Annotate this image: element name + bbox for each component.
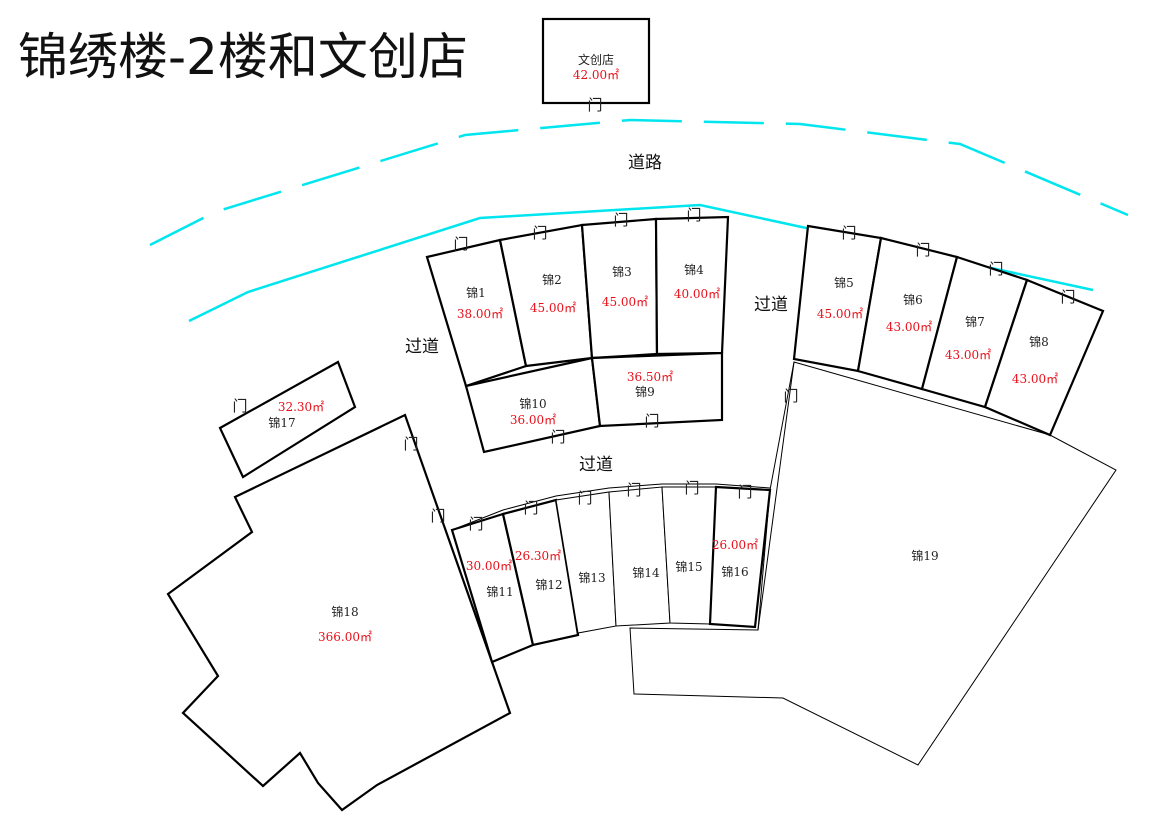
door-j2: 门 — [532, 224, 547, 242]
unit-outline — [218, 360, 357, 479]
bottom-block-arc — [451, 483, 771, 531]
unit-area: 36.00㎡ — [510, 413, 556, 427]
door-wenchuang: 门 — [587, 96, 602, 114]
door-j12: 门 — [523, 499, 538, 517]
door-j19: 门 — [783, 387, 798, 405]
unit-name: 锦8 — [1029, 335, 1049, 349]
unit-j8[interactable]: 锦8 43.00㎡ — [983, 278, 1105, 437]
unit-outline — [654, 215, 730, 356]
unit-j15[interactable]: 锦15 — [661, 486, 717, 625]
unit-name: 锦10 — [519, 397, 546, 411]
corridor-label-right: 过道 — [754, 295, 788, 315]
unit-area: 43.00㎡ — [1012, 372, 1058, 386]
unit-area: 45.00㎡ — [817, 307, 863, 321]
unit-j3[interactable]: 锦3 45.00㎡ — [580, 217, 659, 360]
unit-area: 32.30㎡ — [278, 400, 324, 414]
door-j1: 门 — [453, 235, 468, 253]
unit-outline — [590, 351, 724, 428]
unit-name: 锦2 — [542, 273, 562, 287]
unit-j2[interactable]: 锦2 45.00㎡ — [498, 223, 594, 368]
unit-j12[interactable]: 26.30㎡ 锦12 — [501, 498, 580, 647]
door-j17: 门 — [232, 397, 247, 415]
door-j15: 门 — [684, 479, 699, 497]
unit-area: 36.50㎡ — [627, 370, 673, 384]
unit-name: 锦6 — [903, 293, 923, 307]
door-j13: 门 — [577, 489, 592, 507]
door-j9: 门 — [644, 412, 659, 430]
unit-name: 锦1 — [466, 286, 486, 300]
unit-name: 锦7 — [965, 315, 985, 329]
unit-area: 45.00㎡ — [602, 295, 648, 309]
unit-j14[interactable]: 锦14 — [608, 486, 671, 627]
road-outer-edge — [149, 118, 1129, 247]
door-j18-lower: 门 — [430, 507, 445, 525]
unit-name: 锦15 — [675, 560, 702, 574]
unit-name: 锦18 — [331, 605, 358, 619]
corridor-label-left: 过道 — [405, 337, 439, 357]
unit-j9[interactable]: 36.50㎡ 锦9 — [590, 351, 724, 428]
unit-j5[interactable]: 锦5 45.00㎡ — [792, 224, 883, 373]
unit-outline — [629, 361, 1117, 766]
unit-j11[interactable]: 30.00㎡ 锦11 — [450, 512, 535, 664]
page-title: 锦绣楼-2楼和文创店 — [18, 28, 468, 86]
unit-outline — [661, 486, 717, 625]
unit-name: 锦5 — [834, 276, 854, 290]
unit-area: 42.00㎡ — [573, 68, 619, 82]
unit-area: 38.00㎡ — [457, 307, 503, 321]
unit-j16[interactable]: 26.00㎡ 锦16 — [708, 485, 772, 629]
unit-j10[interactable]: 锦10 36.00㎡ — [464, 356, 602, 454]
unit-j4[interactable]: 锦4 40.00㎡ — [654, 215, 730, 356]
door-j4: 门 — [686, 206, 701, 224]
unit-wenchuang[interactable]: 文创店 42.00㎡ — [541, 17, 651, 105]
unit-name: 锦16 — [721, 565, 748, 579]
unit-outline — [983, 278, 1105, 437]
door-j5: 门 — [841, 224, 856, 242]
unit-area: 26.00㎡ — [712, 538, 758, 552]
unit-name: 锦4 — [684, 263, 704, 277]
corridor-label-middle: 过道 — [579, 455, 613, 475]
unit-area: 366.00㎡ — [318, 630, 372, 644]
unit-outline — [541, 17, 651, 105]
unit-name: 锦3 — [612, 265, 632, 279]
unit-name: 锦19 — [911, 549, 938, 563]
unit-name: 锦11 — [486, 585, 513, 599]
unit-name: 锦17 — [268, 416, 295, 430]
unit-outline — [166, 413, 512, 812]
door-j6: 门 — [915, 241, 930, 259]
door-j8: 门 — [1060, 288, 1075, 306]
unit-outline — [501, 498, 580, 647]
unit-j18[interactable]: 锦18 366.00㎡ — [166, 413, 512, 812]
unit-area: 43.00㎡ — [945, 348, 991, 362]
unit-area: 43.00㎡ — [886, 320, 932, 334]
door-j10: 门 — [550, 428, 565, 446]
door-j3: 门 — [613, 211, 628, 229]
unit-area: 45.00㎡ — [530, 301, 576, 315]
unit-name: 锦12 — [535, 578, 562, 592]
unit-outline — [580, 217, 659, 360]
unit-area: 40.00㎡ — [674, 287, 720, 301]
unit-outline — [608, 486, 671, 627]
corridor-connector-line — [757, 361, 795, 631]
unit-j1[interactable]: 锦1 38.00㎡ — [425, 238, 528, 388]
unit-name: 锦9 — [635, 385, 655, 399]
door-j16: 门 — [737, 483, 752, 501]
unit-name: 锦14 — [632, 566, 660, 580]
door-j18-upper: 门 — [403, 435, 418, 453]
unit-outline — [708, 485, 772, 629]
unit-name: 文创店 — [578, 52, 614, 67]
unit-j19[interactable]: 锦19 — [629, 361, 1117, 766]
door-j14: 门 — [626, 481, 641, 499]
unit-j17[interactable]: 32.30㎡ 锦17 — [218, 360, 357, 479]
unit-area: 30.00㎡ — [466, 559, 512, 573]
door-j11: 门 — [468, 515, 483, 533]
unit-name: 锦13 — [578, 571, 605, 585]
door-j7: 门 — [988, 260, 1003, 278]
road-label: 道路 — [628, 153, 662, 173]
unit-area: 26.30㎡ — [515, 549, 561, 563]
door-markers: 门 门 门 门 门 门 门 门 门 门 门 门 门 门 门 门 门 门 门 门 … — [232, 96, 1075, 533]
